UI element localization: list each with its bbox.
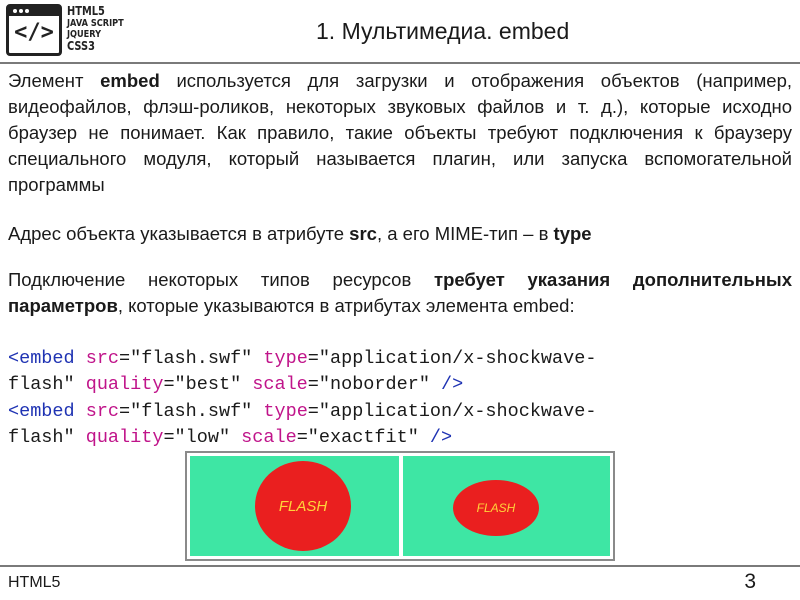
- code-value: flash": [8, 427, 75, 448]
- keyword-src: src: [349, 223, 377, 244]
- flash-circle: FLASH: [255, 461, 351, 551]
- code-value: ="best": [163, 374, 242, 395]
- logo-line: CSS3: [67, 39, 95, 53]
- text: , которые указываются в атрибутах элемен…: [117, 295, 575, 316]
- footer-divider: [0, 565, 800, 567]
- code-attr: quality: [74, 427, 164, 448]
- emphasis: требует указания дополнительных параметр…: [8, 269, 792, 316]
- keyword-type: type: [553, 223, 592, 244]
- code-attr: type: [252, 348, 308, 369]
- paragraph-src-type: Адрес объекта указывается в атрибуте src…: [8, 221, 792, 247]
- code-attr: src: [74, 348, 120, 369]
- header-divider: [0, 62, 800, 64]
- text: Подключение некоторых типов ресурсов: [8, 269, 435, 290]
- text: , а его MIME-тип – в: [376, 223, 554, 244]
- code-example-exactfit: <embed src="flash.swf" type="application…: [8, 399, 792, 451]
- flash-label: FLASH: [476, 501, 516, 515]
- code-attr: src: [74, 401, 120, 422]
- code-attr: scale: [230, 427, 297, 448]
- code-value: ="noborder": [307, 374, 430, 395]
- window-dot-icon: [13, 9, 17, 13]
- page-number: 3: [744, 570, 756, 593]
- logo-text: HTML5 JAVA SCRIPT JQUERY CSS3: [67, 5, 127, 53]
- code-value: ="flash.swf": [119, 401, 253, 422]
- logo-line: HTML5: [67, 4, 105, 18]
- code-tag: <embed: [8, 401, 75, 422]
- flash-ellipse: FLASH: [453, 480, 539, 536]
- code-tag: />: [429, 374, 464, 395]
- code-tag: <embed: [8, 348, 75, 369]
- code-attr: quality: [74, 374, 164, 395]
- slide-title: 1. Мультимедиа. embed: [316, 18, 570, 44]
- html5-logo: </>: [6, 4, 62, 56]
- code-attr: type: [252, 401, 308, 422]
- code-value: ="low": [163, 427, 231, 448]
- text: используется для загрузки и отображения …: [8, 70, 792, 195]
- logo-line: JAVA SCRIPT: [67, 18, 124, 29]
- flash-demo-figure: FLASH FLASH: [185, 451, 615, 561]
- text: Адрес объекта указывается в атрибуте: [8, 223, 350, 244]
- window-dot-icon: [19, 9, 23, 13]
- logo-line: JQUERY: [67, 29, 102, 40]
- logo-window-bar: [9, 7, 59, 16]
- code-example-noborder: <embed src="flash.swf" type="application…: [8, 346, 792, 398]
- code-value: ="application/x-shockwave-: [307, 348, 597, 369]
- paragraph-parameters: Подключение некоторых типов ресурсов тре…: [8, 267, 792, 319]
- code-value: ="application/x-shockwave-: [307, 401, 597, 422]
- code-brackets-icon: </>: [14, 20, 54, 45]
- panel-divider: [399, 453, 403, 559]
- code-value: ="exactfit": [296, 427, 419, 448]
- code-value: ="flash.swf": [119, 348, 253, 369]
- keyword-embed: embed: [100, 70, 160, 91]
- window-dot-icon: [25, 9, 29, 13]
- code-attr: scale: [241, 374, 308, 395]
- text: Элемент: [8, 70, 101, 91]
- flash-panel-exactfit: FLASH: [403, 456, 610, 556]
- footer-label: HTML5: [8, 574, 61, 591]
- paragraph-embed-description: Элемент embed используется для загрузки …: [8, 68, 792, 198]
- flash-panel-noborder: FLASH: [190, 456, 399, 556]
- code-tag: />: [418, 427, 453, 448]
- flash-label: FLASH: [278, 497, 328, 515]
- code-value: flash": [8, 374, 75, 395]
